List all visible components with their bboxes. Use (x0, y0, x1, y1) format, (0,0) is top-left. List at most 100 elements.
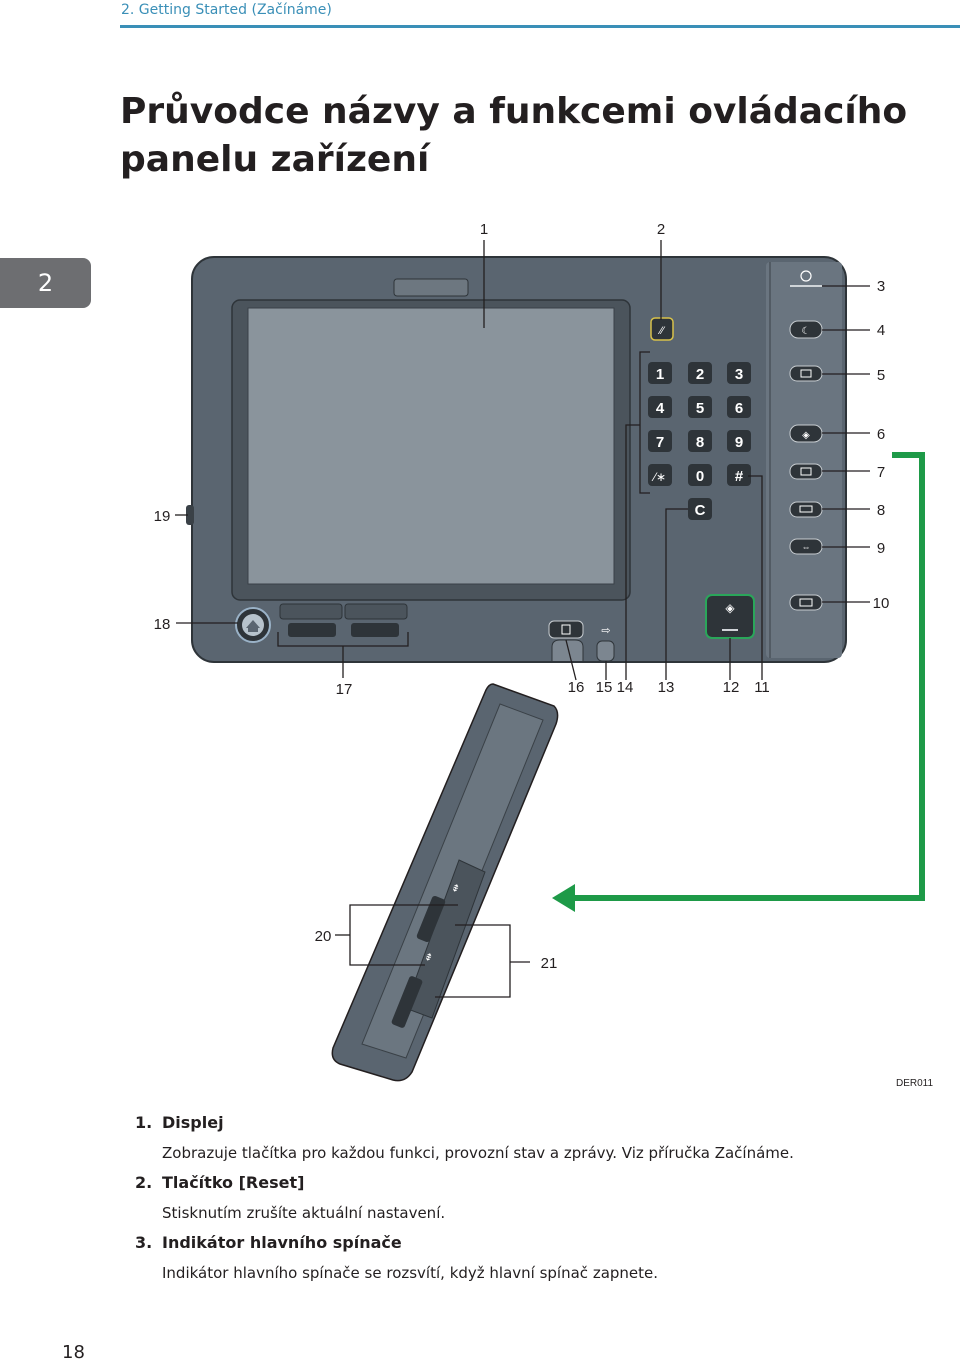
svg-text:⇹: ⇹ (423, 951, 436, 963)
svg-text:◈: ◈ (725, 601, 735, 615)
keypad-key-1 (648, 362, 672, 384)
item-description: Indikátor hlavního spínače se rozsvítí, … (162, 1264, 659, 1282)
keypad-label-entry: ⁄∗ (651, 470, 666, 484)
callout-4: 4 (877, 322, 885, 339)
page-title: Průvodce názvy a funkcemi ovládacího pan… (120, 91, 908, 180)
callout-3: 3 (877, 278, 885, 295)
item-description: Zobrazuje tlačítka pro každou funkci, pr… (162, 1144, 794, 1162)
keypad-key-4 (648, 396, 672, 418)
callout-16: 16 (568, 679, 585, 696)
green-arrow-line (572, 452, 925, 901)
keypad-key-6 (727, 396, 751, 418)
list-item: 1. Displej Zobrazuje tlačítka pro každou … (135, 1110, 955, 1164)
keypad-key-9 (727, 430, 751, 452)
power-indicator (596, 640, 615, 662)
item-title-text: Indikátor hlavního spínače (162, 1233, 402, 1252)
item-title-text: Displej (162, 1113, 224, 1132)
svg-text:◈: ◈ (802, 430, 810, 441)
page-number: 18 (62, 1342, 85, 1363)
callout-20: 20 (315, 928, 332, 945)
numeric-keypad: 1 2 3 4 5 6 7 8 9 ⁄∗ 0 # C (648, 362, 751, 520)
callout-21: 21 (541, 955, 558, 972)
login-button (789, 365, 823, 382)
function-key-2 (344, 603, 408, 620)
item-description: Stisknutím zrušíte aktuální nastavení. (162, 1204, 446, 1222)
keypad-label-7: 7 (656, 434, 664, 451)
item-title: 1. Displej (135, 1110, 955, 1136)
item-list: 1. Displej Zobrazuje tlačítka pro každou … (135, 1110, 955, 1290)
svg-text:☾: ☾ (802, 326, 811, 337)
callout-10: 10 (873, 595, 890, 612)
sd-card-slot (391, 976, 423, 1028)
svg-text:⁄⁄: ⁄⁄ (657, 325, 666, 337)
simple-screen-button (789, 463, 823, 480)
right-strip-buttons: ☾ ◈ ⇔ (789, 270, 823, 611)
main-power-indicator-icon (800, 270, 812, 282)
sample-copy-button (789, 594, 823, 611)
keypad-label-6: 6 (735, 400, 743, 417)
keypad-label-2: 2 (696, 366, 704, 383)
callout-1: 1 (480, 221, 488, 238)
callout-11: 11 (754, 679, 770, 696)
control-panel-figure: ⁄⁄ 1 2 3 4 5 6 7 8 9 ⁄∗ 0 # C ☾ (154, 221, 925, 1082)
keypad-key-8 (688, 430, 712, 452)
callout-7: 7 (877, 464, 885, 481)
keypad-key-entry (648, 464, 672, 486)
function-key-1 (279, 603, 343, 620)
callout-8: 8 (877, 502, 885, 519)
callout-15: 15 (596, 679, 613, 696)
function-key-4 (351, 623, 399, 637)
keypad-label-clear: C (695, 502, 706, 519)
keypad-label-3: 3 (735, 366, 743, 383)
item-title: 3.Indikátor hlavního spínače (135, 1230, 955, 1256)
panel-side-view: ⇹ ⇹ (331, 683, 559, 1082)
callout-6: 6 (877, 426, 885, 443)
keypad-label-9: 9 (735, 434, 743, 451)
side-leader-lines (335, 904, 530, 998)
display-screen (247, 307, 615, 585)
item-title: 2.Tlačítko [Reset] (135, 1170, 955, 1196)
svg-text:⇔: ⇔ (802, 542, 811, 552)
green-arrow-head (552, 884, 575, 912)
callout-14: 14 (617, 679, 634, 696)
callout-numbers: 1 2 3 4 5 6 7 8 9 10 11 12 13 14 15 16 1… (154, 221, 890, 972)
usb-slot (416, 895, 446, 943)
svg-text:⇹: ⇹ (450, 882, 463, 894)
callout-19: 19 (154, 508, 171, 525)
function-key-3 (288, 623, 336, 637)
keypad-key-0 (688, 464, 712, 486)
callout-12: 12 (723, 679, 740, 696)
side-knob (186, 505, 194, 525)
chapter-tab: 2 (0, 258, 91, 308)
keypad-label-0: 0 (696, 468, 704, 485)
keypad-key-3 (727, 362, 751, 384)
reset-button (650, 317, 674, 341)
callout-17: 17 (336, 681, 353, 698)
keypad-key-clear (688, 498, 712, 520)
keypad-label-hash: # (735, 468, 744, 485)
keypad-label-1: 1 (656, 366, 664, 383)
callout-18: 18 (154, 616, 171, 633)
keypad-label-4: 4 (656, 400, 665, 417)
keypad-key-5 (688, 396, 712, 418)
leader-lines (175, 240, 870, 681)
keypad-key-7 (648, 430, 672, 452)
keypad-key-hash (727, 464, 751, 486)
keypad-key-2 (688, 362, 712, 384)
data-in-indicator (548, 620, 584, 639)
item-number: 2. (135, 1173, 153, 1192)
figure-code: DER011 (896, 1078, 934, 1089)
svg-text:⇨: ⇨ (601, 625, 610, 637)
item-number: 1. (135, 1113, 153, 1132)
callout-2: 2 (657, 221, 665, 238)
callout-9: 9 (877, 540, 885, 557)
header-rule (120, 25, 960, 28)
keypad-label-5: 5 (696, 400, 704, 417)
panel-right-strip (766, 262, 842, 658)
check-status-button (789, 501, 823, 518)
panel-slot (393, 278, 469, 297)
function-keys (279, 603, 408, 637)
callout-13: 13 (658, 679, 675, 696)
running-header: 2. Getting Started (Začínáme) (121, 2, 332, 18)
callout-5: 5 (877, 367, 885, 384)
